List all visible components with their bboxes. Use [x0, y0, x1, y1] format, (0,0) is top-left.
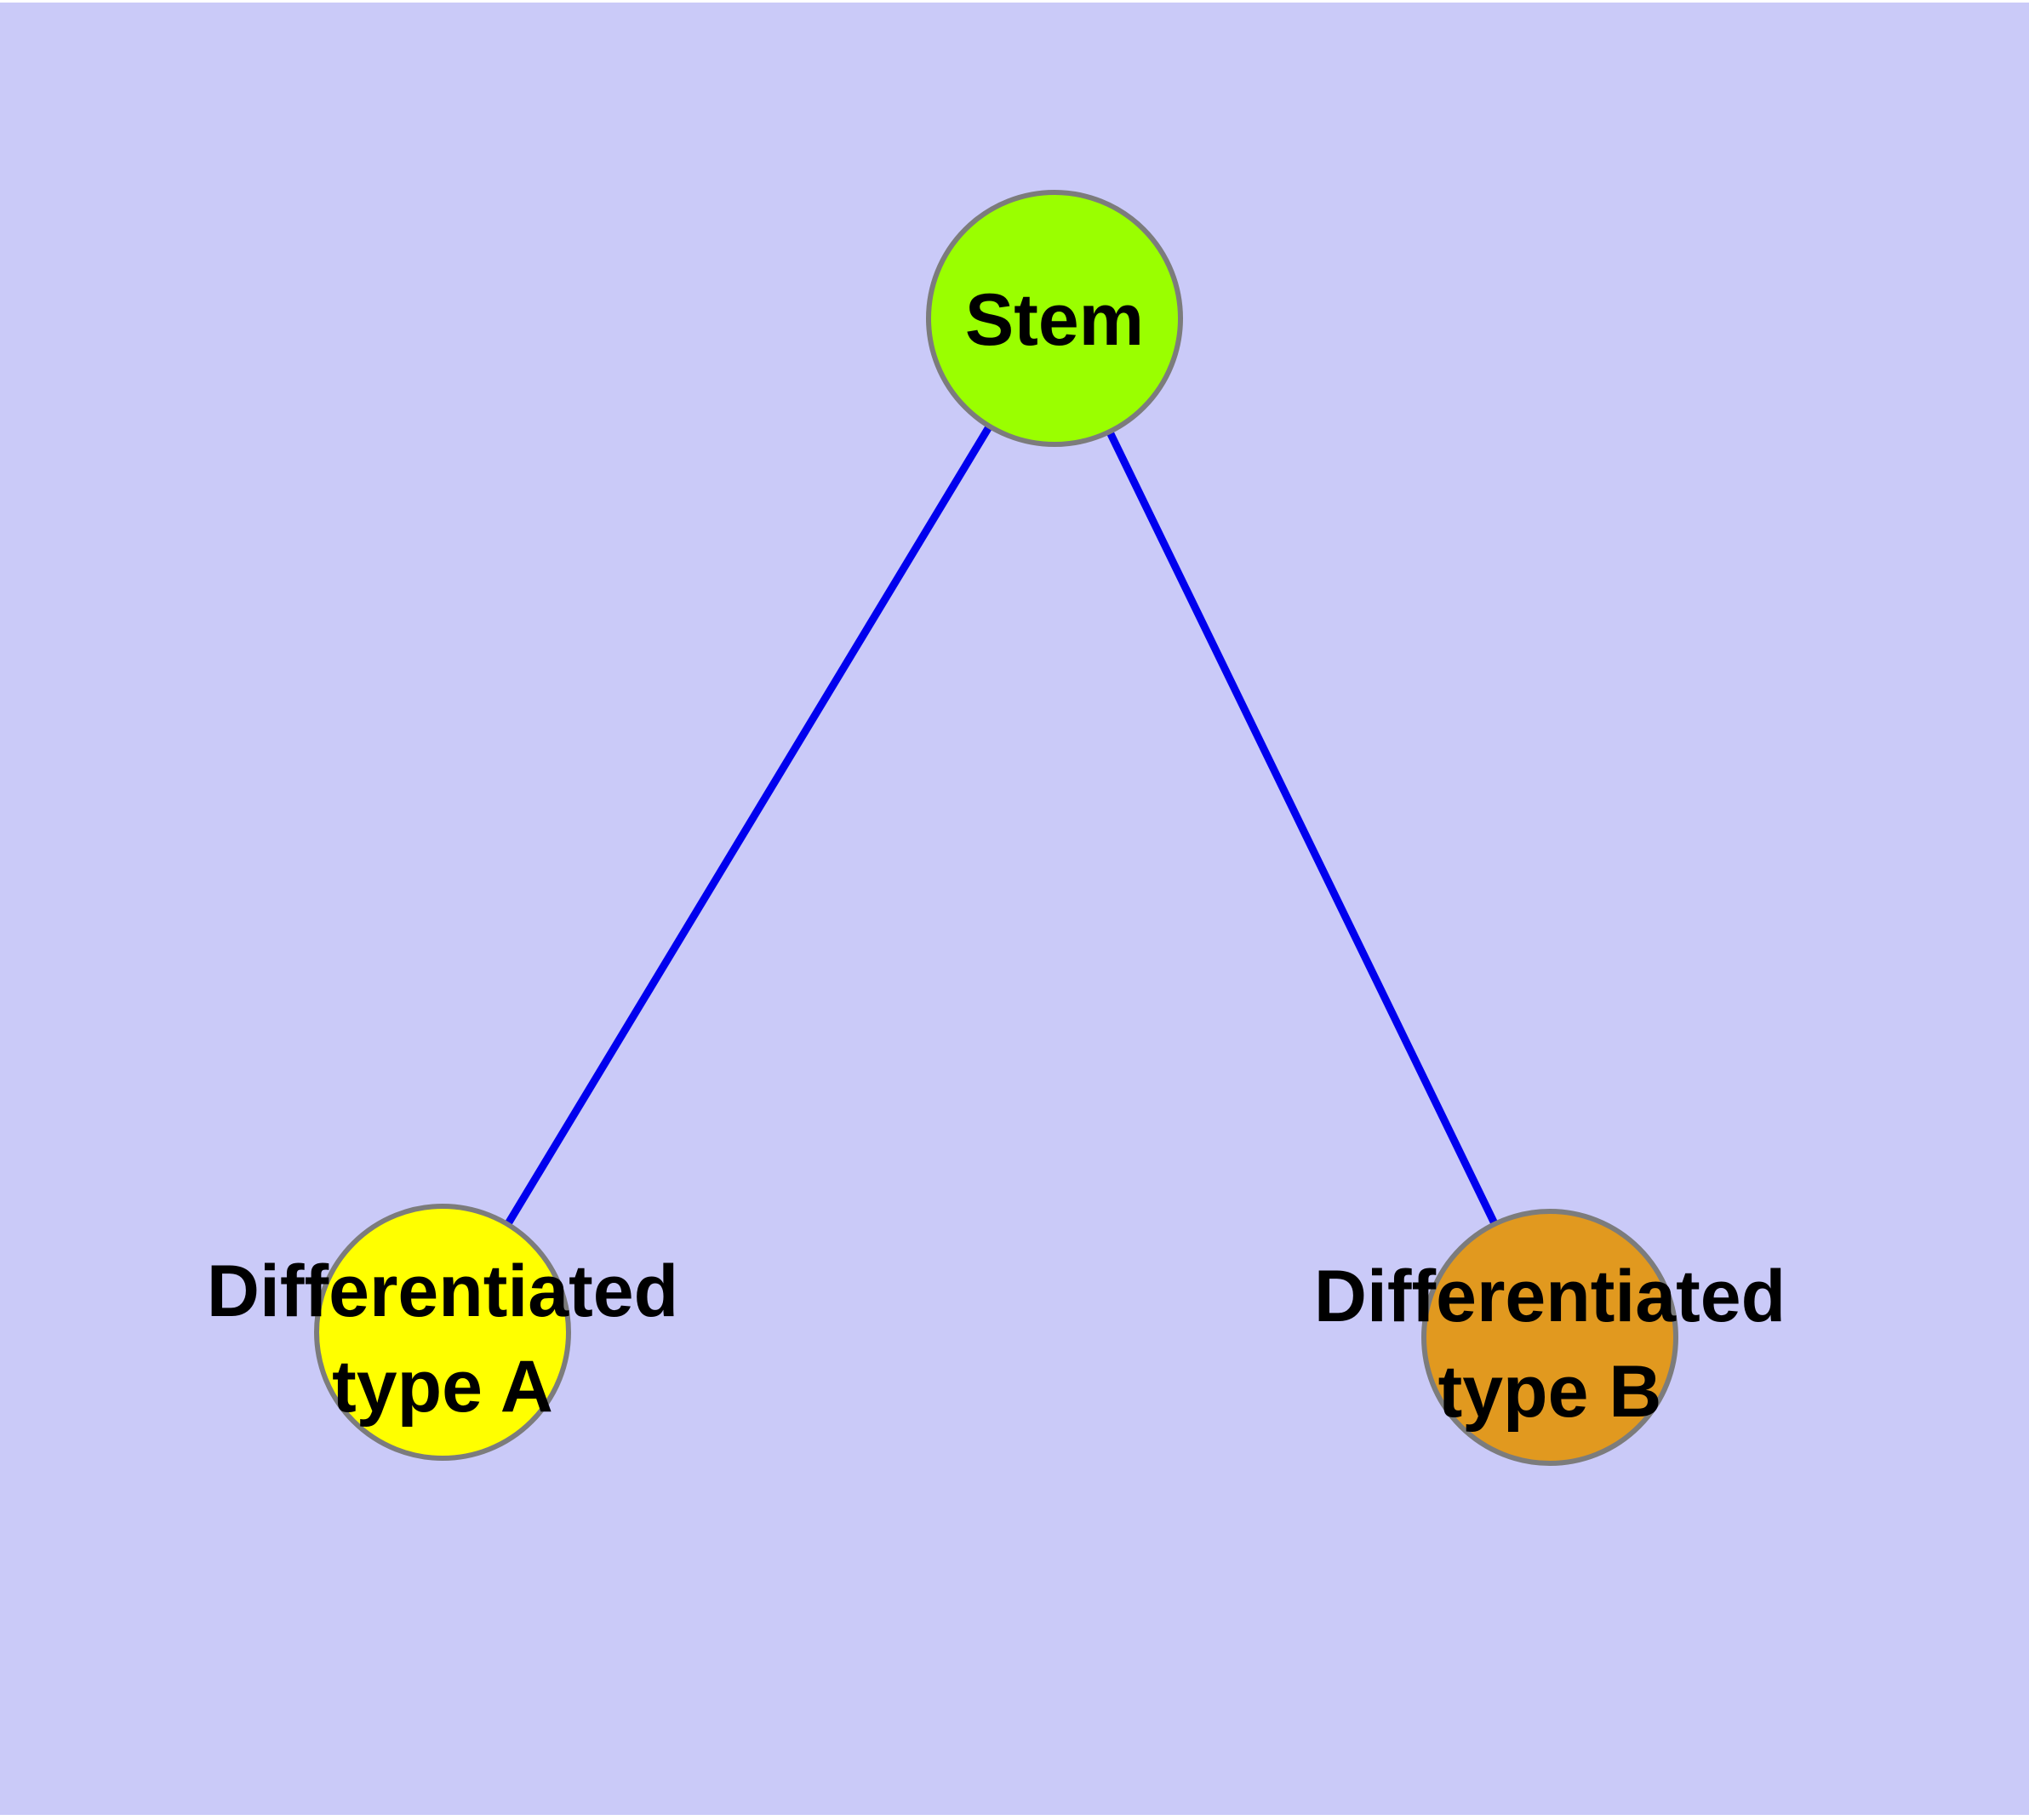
node-differentiated-b-label-line2: type B [1438, 1351, 1662, 1433]
edge-stem-to-type-a [439, 316, 1058, 1335]
node-differentiated-b-circle [1421, 1209, 1678, 1466]
node-differentiated-a-circle [314, 1204, 571, 1461]
node-differentiated-a-label-line1: Differentiated [207, 1251, 678, 1332]
node-differentiated-a-label-line2: type A [332, 1346, 553, 1428]
node-stem-label: Stem [965, 279, 1144, 361]
node-differentiated-b-label-line1: Differentiated [1314, 1256, 1786, 1337]
edge-stem-to-type-b [1050, 317, 1554, 1339]
node-stem-circle [926, 190, 1183, 447]
